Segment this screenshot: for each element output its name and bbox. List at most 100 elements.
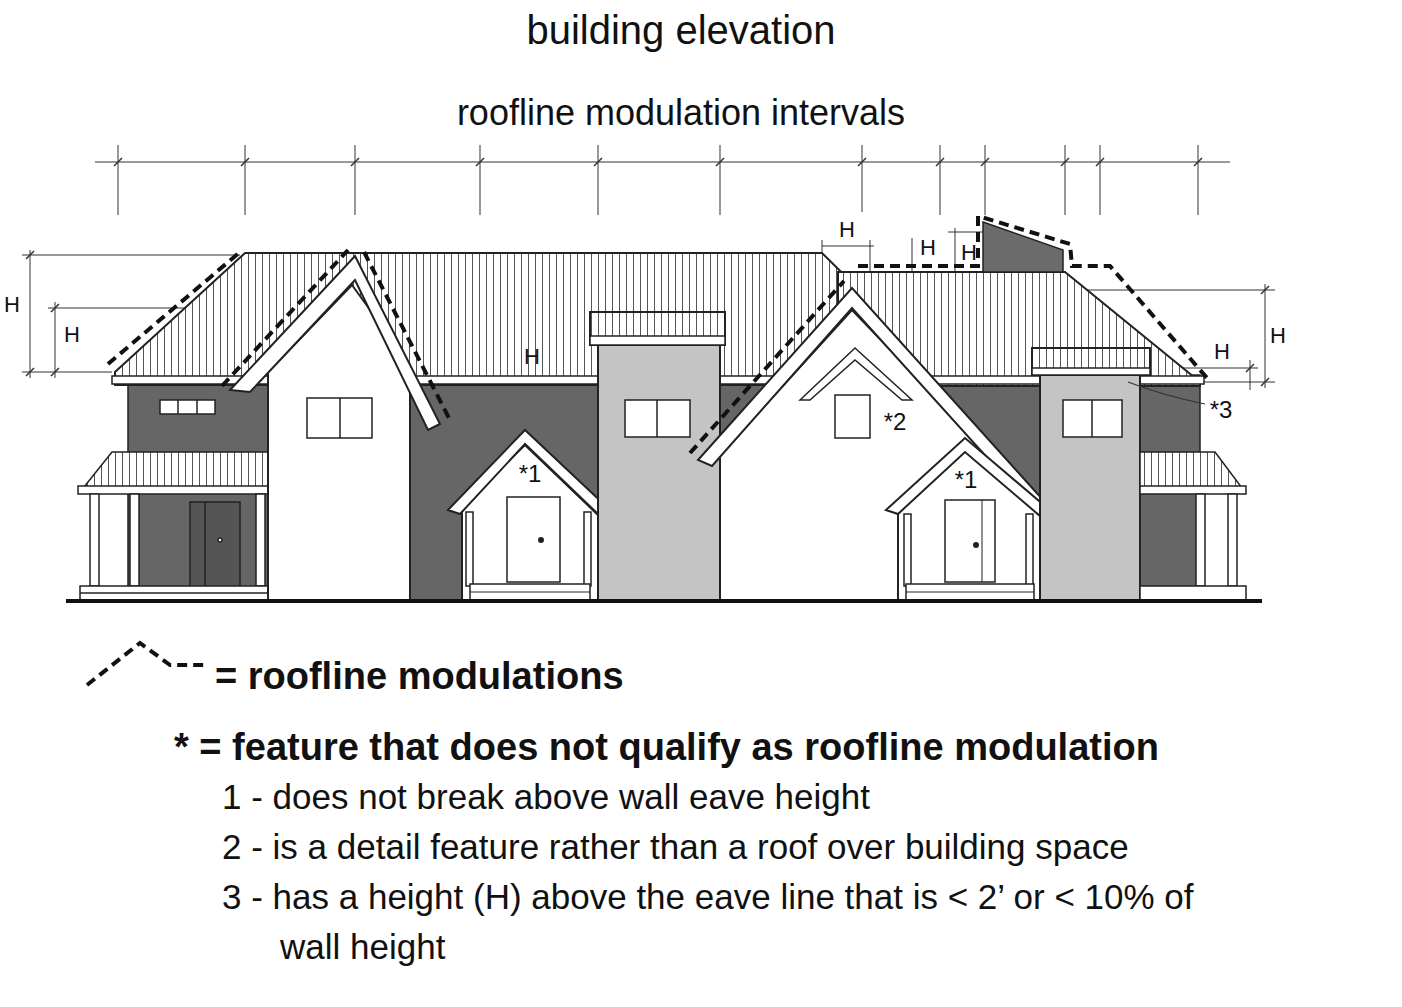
polygon-shape bbox=[698, 288, 1052, 516]
line-shape bbox=[355, 145, 356, 215]
legend-text: = roofline modulations bbox=[215, 655, 624, 697]
line-shape bbox=[598, 145, 599, 215]
line-shape bbox=[1198, 145, 1199, 215]
roofline-modulation-dashes bbox=[108, 216, 1207, 453]
section-heading: roofline modulation intervals bbox=[457, 92, 905, 133]
line-shape bbox=[339, 398, 341, 438]
path-shape bbox=[690, 281, 844, 453]
rect-shape bbox=[466, 512, 473, 586]
line-shape bbox=[118, 145, 119, 215]
polygon-shape bbox=[898, 450, 1040, 600]
polygon-shape bbox=[462, 445, 598, 600]
rect-shape bbox=[90, 494, 99, 586]
line-shape bbox=[22, 372, 112, 373]
callout-number: *2 bbox=[884, 408, 907, 436]
dimension-label: H bbox=[4, 292, 20, 317]
rect-shape bbox=[904, 514, 911, 586]
rect-shape bbox=[307, 398, 372, 438]
legend-entry: = roofline modulations bbox=[215, 655, 624, 699]
line-shape bbox=[862, 145, 863, 212]
rect-shape bbox=[80, 586, 268, 600]
note-text: 3 - has a height (H) above the eave line… bbox=[222, 872, 1255, 972]
line-shape bbox=[80, 592, 268, 594]
callout-number: *1 bbox=[955, 466, 978, 494]
legend-swatch-line bbox=[87, 643, 207, 685]
dimension-label: H bbox=[839, 217, 855, 242]
polygon-shape bbox=[800, 348, 912, 400]
right-tower bbox=[1032, 348, 1150, 600]
line-shape bbox=[822, 240, 823, 252]
line-shape bbox=[22, 255, 240, 256]
right-big-gable bbox=[698, 288, 1052, 600]
dimension-label: H bbox=[524, 344, 540, 369]
path-shape bbox=[114, 158, 1202, 166]
circle-shape bbox=[539, 538, 543, 542]
dimension-label: H bbox=[1214, 339, 1230, 364]
callout-number: *1 bbox=[519, 460, 542, 488]
line-shape bbox=[1065, 290, 1275, 291]
rect-shape bbox=[507, 497, 560, 582]
line-shape bbox=[177, 400, 179, 414]
dimension-label: H bbox=[961, 240, 977, 265]
line-shape bbox=[1091, 400, 1093, 437]
rect-shape bbox=[625, 400, 690, 437]
circle-shape bbox=[218, 538, 222, 542]
rect-shape bbox=[78, 486, 268, 494]
rect-shape bbox=[584, 512, 591, 586]
rect-shape bbox=[470, 584, 590, 600]
legend-text: * = feature that does not qualify as roo… bbox=[174, 726, 1159, 768]
path-shape bbox=[108, 252, 240, 364]
dimension-label: H bbox=[1270, 323, 1286, 348]
line-shape bbox=[245, 145, 246, 215]
legend-entry: * = feature that does not qualify as roo… bbox=[174, 726, 1159, 770]
rect-shape bbox=[1196, 494, 1205, 586]
line-shape bbox=[204, 502, 206, 588]
rect-shape bbox=[1063, 400, 1122, 437]
left-wing-window bbox=[160, 400, 215, 414]
callout-leader bbox=[1128, 382, 1205, 404]
line-shape bbox=[1265, 284, 1266, 388]
rect-shape bbox=[1032, 348, 1150, 375]
rect-shape bbox=[1026, 514, 1033, 586]
rect-shape bbox=[590, 336, 725, 345]
line-shape bbox=[480, 145, 481, 215]
path-shape bbox=[858, 216, 1207, 378]
note-text: 1 - does not break above wall eave heigh… bbox=[222, 777, 870, 817]
rect-shape bbox=[590, 312, 725, 345]
left-tall-gable bbox=[230, 256, 440, 600]
line-shape bbox=[720, 145, 721, 215]
callout-number: *3 bbox=[1210, 396, 1233, 424]
path-shape bbox=[1246, 286, 1269, 386]
ground-line bbox=[66, 599, 1262, 603]
rect-shape bbox=[906, 584, 1034, 600]
rect-shape bbox=[1228, 494, 1237, 586]
path-shape bbox=[364, 252, 450, 420]
line-shape bbox=[870, 240, 871, 272]
line-shape bbox=[470, 592, 590, 593]
line-shape bbox=[906, 592, 1034, 593]
legend-swatch bbox=[87, 643, 207, 685]
circle-shape bbox=[974, 543, 978, 547]
rect-shape bbox=[160, 400, 215, 414]
line-shape bbox=[1065, 145, 1066, 215]
rect-shape bbox=[1140, 486, 1246, 494]
rect-shape bbox=[598, 345, 720, 600]
line-shape bbox=[982, 500, 983, 582]
rect-shape bbox=[256, 494, 265, 586]
dimension-label: H bbox=[64, 322, 80, 347]
rect-shape bbox=[1140, 586, 1246, 600]
note-text: 2 - is a detail feature rather than a ro… bbox=[222, 827, 1129, 867]
line-shape bbox=[656, 400, 658, 437]
path-shape bbox=[26, 251, 59, 376]
left-entry-gable bbox=[448, 430, 610, 600]
rect-shape bbox=[1032, 368, 1150, 375]
rect-shape bbox=[1040, 375, 1140, 600]
rect-shape bbox=[835, 395, 870, 438]
dimension-label: H bbox=[920, 235, 936, 260]
right-entry-gable bbox=[886, 438, 1052, 600]
line-shape bbox=[30, 250, 31, 378]
right-porch bbox=[1140, 452, 1246, 600]
rect-shape bbox=[945, 500, 995, 582]
left-porch bbox=[78, 452, 268, 600]
